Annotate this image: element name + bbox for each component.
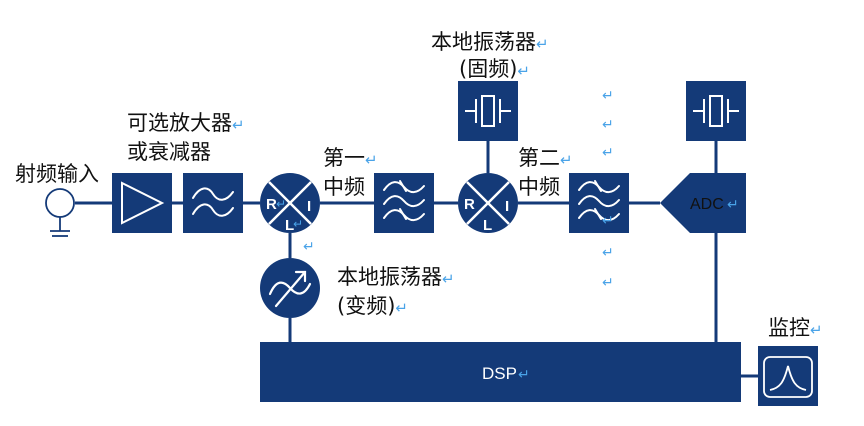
lo-var-label-text: 本地振荡器 [337, 265, 442, 289]
if2-label-text: 第二 [518, 146, 560, 170]
dsp-label: DSP [482, 364, 517, 383]
return-mark: ↵ [232, 116, 245, 134]
amp-label-line2: 或衰减器 [127, 140, 211, 164]
bandpass-filter-triple-icon [383, 180, 425, 222]
if2-label-line2: 中频 [518, 175, 560, 199]
mixer-1-port-i: I [307, 198, 311, 215]
return-mark: ↵ [560, 151, 573, 169]
crystal-oscillator-icon [465, 95, 511, 127]
lo-fixed-block[interactable] [458, 81, 518, 141]
return-mark: ↵ [602, 117, 614, 133]
crystal-oscillator-icon [693, 95, 739, 127]
amp-label-text: 可选放大器 [127, 111, 232, 135]
return-mark: ↵ [602, 213, 614, 229]
if1-label-line1: 第一↵ [323, 146, 378, 172]
return-mark: ↵ [602, 275, 614, 291]
if2-label-line1: 第二↵ [518, 146, 573, 172]
antenna-ground-icon [45, 188, 75, 237]
if1-label-line2: 中频 [323, 175, 365, 199]
filter-block[interactable] [183, 173, 243, 233]
signal-lines [75, 141, 758, 378]
adc-clock-block[interactable] [686, 81, 746, 141]
return-mark: ↵ [365, 151, 378, 169]
return-mark: ↵ [303, 239, 315, 255]
if1-label-text: 第一 [323, 146, 365, 170]
mixer-2-port-r: R [464, 196, 475, 213]
return-mark: ↵ [517, 62, 530, 80]
lo-fixed-label-line1: 本地振荡器↵ [431, 30, 549, 56]
dsp-block[interactable]: DSP ↵ [260, 342, 741, 402]
lo-fixed-label-text: 本地振荡器 [431, 30, 536, 54]
return-mark: ↵ [727, 197, 739, 213]
mixer-2-port-l: L [483, 217, 492, 234]
return-mark: ↵ [293, 217, 303, 231]
return-mark: ↵ [276, 197, 286, 211]
return-mark: ↵ [442, 270, 455, 288]
lo-variable-block[interactable] [260, 258, 320, 318]
lo-var-label-text2: (变频) [337, 294, 396, 318]
return-mark: ↵ [602, 245, 614, 261]
return-mark: ↵ [602, 145, 614, 161]
return-mark: ↵ [536, 35, 549, 53]
amp-label-line1: 可选放大器↵ [127, 111, 245, 137]
lo-fixed-label-line2: (固频)↵ [459, 57, 530, 83]
mixer-2-port-i: I [505, 198, 509, 215]
if-filter-2[interactable] [569, 173, 629, 233]
mixer-1-port-r: R [266, 196, 277, 213]
monitor-block[interactable] [758, 346, 818, 406]
lo-var-label-line2: (变频)↵ [337, 294, 408, 320]
amplifier-block[interactable] [112, 173, 172, 233]
bandpass-filter-icon [192, 187, 234, 217]
rf-input-label: 射频输入 [15, 162, 99, 186]
monitor-label-text: 监控 [768, 316, 810, 340]
adc-label: ADC [690, 196, 724, 213]
mixer-1[interactable]: R L I ↵ ↵ [260, 173, 320, 234]
return-mark: ↵ [602, 88, 614, 104]
amplifier-triangle-icon [121, 181, 165, 225]
return-mark: ↵ [395, 299, 408, 317]
lo-var-label-line1: 本地振荡器↵ [337, 265, 455, 291]
tunable-oscillator-icon [268, 270, 312, 308]
mixer-2[interactable]: R L I [458, 173, 518, 234]
bandpass-filter-triple-icon [578, 180, 620, 222]
spectrum-display-icon [763, 356, 813, 398]
return-mark: ↵ [518, 367, 530, 383]
monitor-label: 监控↵ [768, 316, 823, 342]
return-mark: ↵ [810, 321, 823, 339]
adc-block[interactable]: ADC ↵ [660, 173, 746, 233]
mixer-1-port-l: L [285, 217, 294, 234]
if-filter-1[interactable] [374, 173, 434, 233]
lo-fixed-label-text2: (固频) [459, 57, 518, 81]
